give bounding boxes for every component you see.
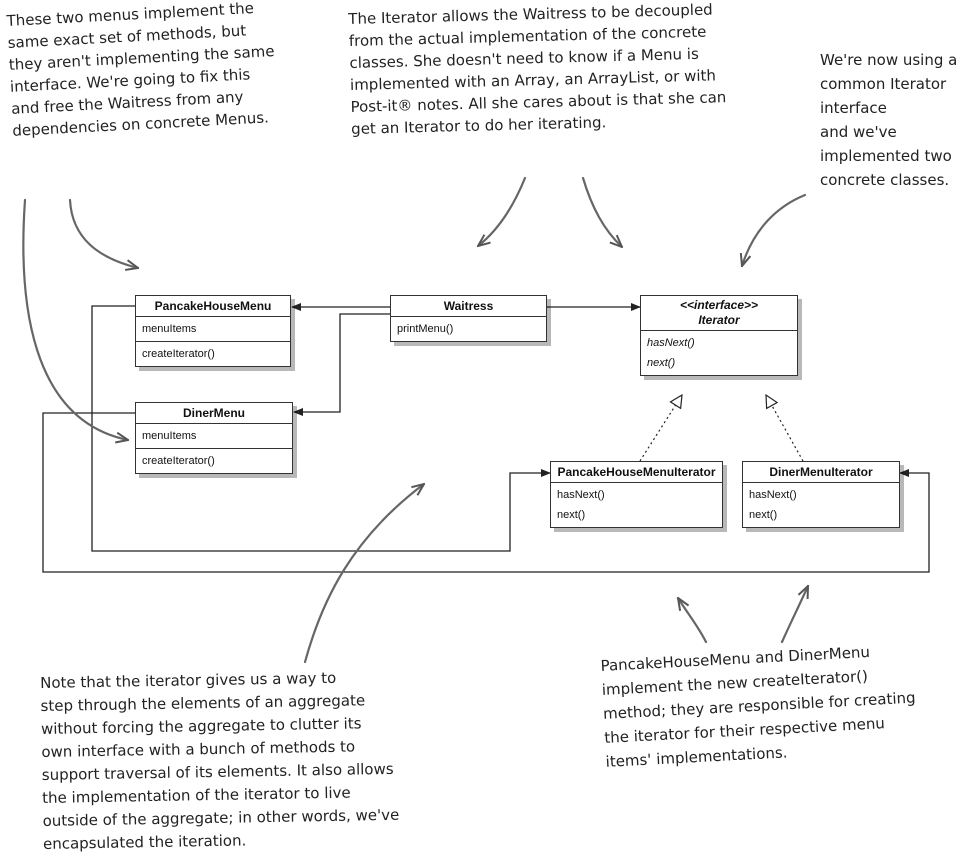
method-hasnext: hasNext() bbox=[749, 489, 797, 501]
interface-methods: hasNext() next() bbox=[641, 331, 797, 375]
method-printmenu: printMenu() bbox=[397, 323, 454, 335]
class-methods: hasNext() next() bbox=[743, 483, 899, 527]
note-line: common Iterator bbox=[820, 75, 947, 93]
note-line: and we've bbox=[820, 123, 897, 141]
class-name: DinerMenu bbox=[136, 403, 292, 424]
method-next: next() bbox=[647, 357, 676, 369]
pointer-arrow-to-dinermenuiterator bbox=[780, 586, 810, 644]
method-next: next() bbox=[557, 509, 586, 521]
pointer-arrow-to-dinermenu bbox=[22, 198, 128, 440]
pointer-arrow-to-pancakehousemenu bbox=[68, 198, 138, 268]
pointer-arrow-to-waitress bbox=[478, 176, 527, 246]
realizes-dinermenuiterator bbox=[766, 395, 804, 462]
note-top-left: These two menus implement the same exact… bbox=[6, 0, 278, 142]
interface-header: <<interface>> Iterator bbox=[641, 296, 797, 331]
realizes-pancakehousemenuiterator bbox=[639, 395, 682, 462]
note-line: concrete classes. bbox=[820, 171, 950, 189]
field-menuitems: menuItems bbox=[142, 323, 197, 335]
class-dinermenu: DinerMenu menuItems createIterator() bbox=[135, 402, 293, 474]
class-pancakehousemenu: PancakeHouseMenu menuItems createIterato… bbox=[135, 295, 291, 367]
method-hasnext: hasNext() bbox=[647, 337, 695, 349]
note-line: We're now using a bbox=[820, 51, 958, 69]
note-line: implemented two bbox=[820, 147, 952, 165]
pointer-arrow-to-interface bbox=[742, 193, 807, 266]
class-fields: menuItems bbox=[136, 424, 292, 449]
pointer-arrow-to-iterator bbox=[581, 176, 622, 247]
method-next: next() bbox=[749, 509, 778, 521]
note-bottom-left: Note that the iterator gives us a way to… bbox=[40, 666, 400, 856]
class-name: PancakeHouseMenuIterator bbox=[551, 462, 722, 483]
note-line: interface bbox=[820, 99, 887, 117]
method-createiterator: createIterator() bbox=[142, 455, 215, 467]
class-methods: createIterator() bbox=[136, 342, 290, 366]
note-bottom-right: PancakeHouseMenu and DinerMenu implement… bbox=[600, 638, 919, 774]
pointer-arrow-to-pancakehousemenuiterator bbox=[678, 598, 708, 644]
interface-name: Iterator bbox=[698, 313, 740, 327]
method-createiterator: createIterator() bbox=[142, 348, 215, 360]
interface-stereotype: <<interface>> bbox=[679, 298, 759, 312]
class-fields: menuItems bbox=[136, 317, 290, 342]
class-methods: printMenu() bbox=[391, 317, 546, 341]
class-pancakehousemenuiterator: PancakeHouseMenuIterator hasNext() next(… bbox=[550, 461, 723, 528]
note-top-right: We're now using a common Iterator interf… bbox=[820, 48, 957, 192]
note-top-center: The Iterator allows the Waitress to be d… bbox=[348, 0, 727, 140]
class-name: DinerMenuIterator bbox=[743, 462, 899, 483]
class-name: PancakeHouseMenu bbox=[136, 296, 290, 317]
pointer-arrow-to-aggregate bbox=[303, 484, 424, 664]
class-methods: createIterator() bbox=[136, 449, 292, 473]
class-dinermenuiterator: DinerMenuIterator hasNext() next() bbox=[742, 461, 900, 528]
class-waitress: Waitress printMenu() bbox=[390, 295, 547, 342]
interface-iterator: <<interface>> Iterator hasNext() next() bbox=[640, 295, 798, 376]
class-name: Waitress bbox=[391, 296, 546, 317]
class-methods: hasNext() next() bbox=[551, 483, 722, 527]
creates-pancakehousemenuiterator bbox=[91, 305, 551, 552]
creates-dinermenuiterator bbox=[42, 412, 930, 573]
field-menuitems: menuItems bbox=[142, 430, 197, 442]
assoc-waitress-dinermenu bbox=[293, 313, 390, 416]
method-hasnext: hasNext() bbox=[557, 489, 605, 501]
